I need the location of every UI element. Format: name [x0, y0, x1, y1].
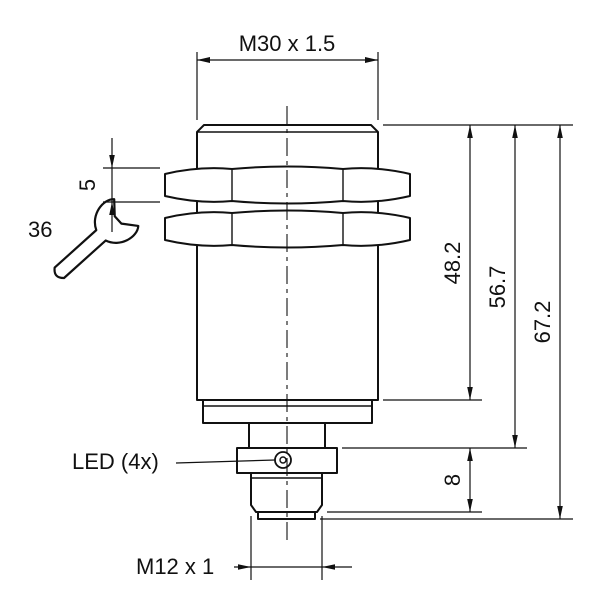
- sensor-body: [164, 124, 411, 520]
- dimension-total-length: 67.2: [530, 125, 563, 519]
- dim-label-collar-length: 56.7: [485, 266, 510, 309]
- dim-label-connector-height: 8: [440, 474, 465, 486]
- dimension-collar-length: 56.7: [485, 125, 518, 448]
- extension-lines-right: [320, 124, 573, 520]
- led-callout: LED (4x): [72, 449, 276, 474]
- wrench-size-callout: 36: [28, 198, 140, 280]
- dimension-bottom-thread: M12 x 1: [136, 516, 352, 580]
- dimension-connector-height: 8: [440, 448, 473, 512]
- dim-label-total-length: 67.2: [530, 301, 555, 344]
- dim-label-top-thread: M30 x 1.5: [239, 31, 336, 56]
- dim-label-body-length: 48.2: [440, 242, 465, 285]
- dimension-top-thread: M30 x 1.5: [196, 31, 379, 120]
- led-label: LED (4x): [72, 449, 159, 474]
- led-leader-line: [175, 459, 276, 464]
- wrench-size-label: 36: [28, 217, 52, 242]
- dim-label-bottom-thread: M12 x 1: [136, 554, 214, 579]
- dimension-nut-thickness: 5: [75, 138, 160, 232]
- led-indicator-center: [279, 456, 287, 464]
- wrench-icon: [53, 198, 140, 280]
- dim-label-nut-thickness: 5: [75, 179, 100, 191]
- dimension-body-length: 48.2: [440, 125, 473, 400]
